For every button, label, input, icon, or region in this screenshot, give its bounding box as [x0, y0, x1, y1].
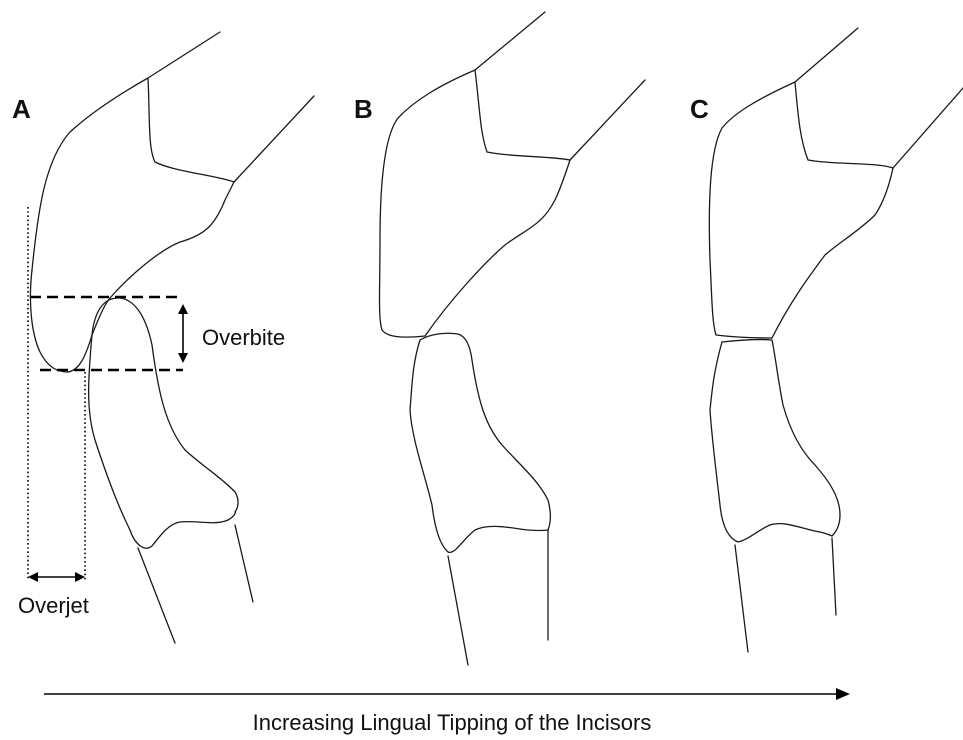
upper-incisor-c — [709, 28, 963, 338]
panel-c-label: C — [690, 94, 709, 124]
upper-incisor-b — [380, 12, 646, 337]
panel-b: B — [354, 12, 645, 665]
lower-incisor-b — [410, 333, 550, 665]
upper-incisor-a — [30, 32, 314, 372]
overbite-label: Overbite — [202, 325, 285, 350]
tipping-axis: Increasing Lingual Tipping of the Inciso… — [44, 694, 848, 735]
panel-c: C — [690, 28, 963, 652]
panel-a-label: A — [12, 94, 31, 124]
overjet-indicator: Overjet — [18, 207, 89, 618]
lower-incisor-c — [710, 340, 840, 652]
overjet-label: Overjet — [18, 593, 89, 618]
panel-b-label: B — [354, 94, 373, 124]
overbite-indicator: Overbite — [30, 297, 285, 370]
caption: Increasing Lingual Tipping of the Inciso… — [253, 710, 652, 735]
panel-a: A Overbite Overjet — [12, 32, 314, 643]
